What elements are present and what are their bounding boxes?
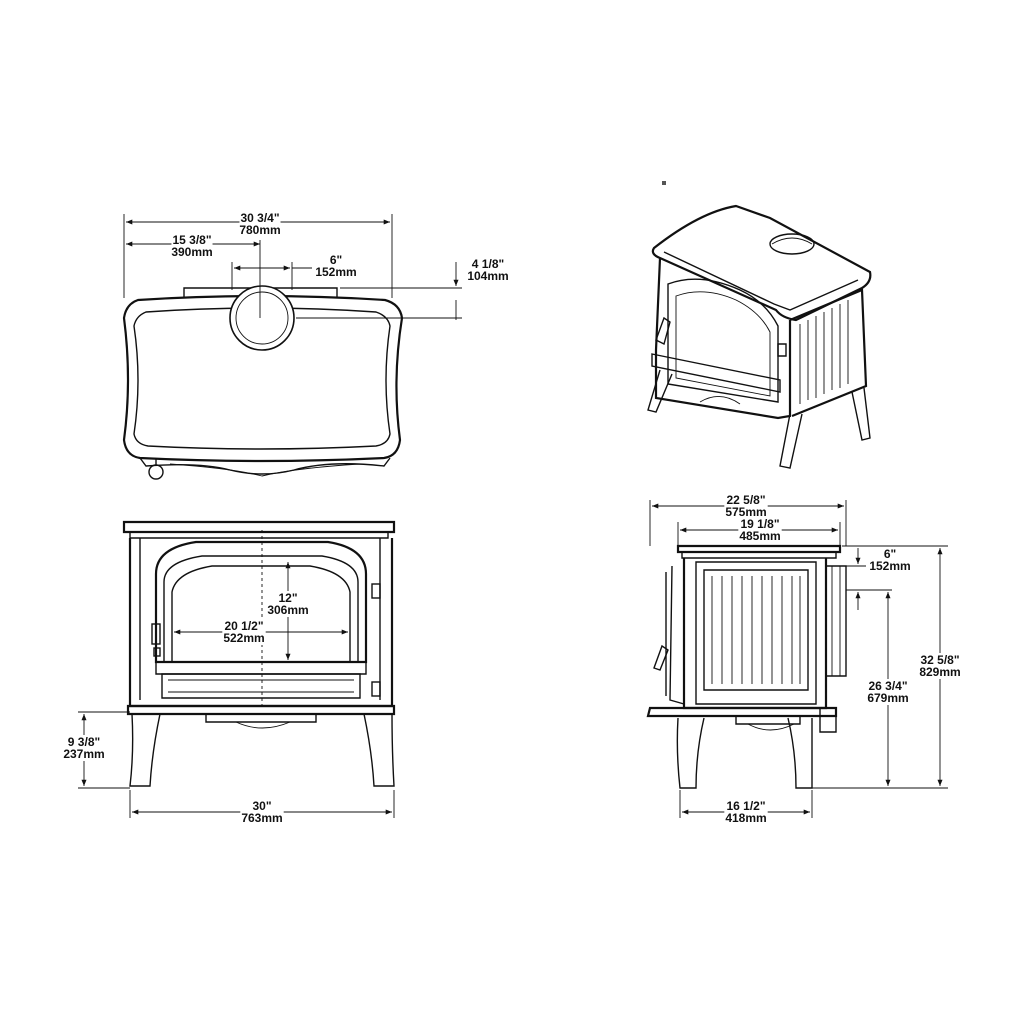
side-leg-depth-mm: 418mm xyxy=(725,811,766,825)
top-overall-width-in: 30 3/4" xyxy=(240,211,279,225)
side-flue-height-mm: 679mm xyxy=(867,691,908,705)
top-flue-diameter-in: 6" xyxy=(330,253,342,267)
front-view: 12" 306mm 20 1/2" 522mm 9 3/8" 237mm 30"… xyxy=(62,520,396,825)
side-flue-diameter-in: 6" xyxy=(884,547,896,561)
top-flue-diameter-mm: 152mm xyxy=(315,265,356,279)
side-body-depth-mm: 485mm xyxy=(739,529,780,543)
front-door-height-mm: 306mm xyxy=(267,603,308,617)
top-flue-setback-mm: 104mm xyxy=(467,269,508,283)
top-flue-offset-in: 15 3/8" xyxy=(172,233,211,247)
side-overall-depth-in: 22 5/8" xyxy=(726,493,765,507)
side-leg-depth-in: 16 1/2" xyxy=(726,799,765,813)
side-overall-height-in: 32 5/8" xyxy=(920,653,959,667)
side-view: 22 5/8" 575mm 19 1/8" 485mm 6" 152mm 26 … xyxy=(646,493,962,825)
isometric-view xyxy=(647,181,872,469)
side-flue-height-in: 26 3/4" xyxy=(868,679,907,693)
side-flue-diameter-mm: 152mm xyxy=(869,559,910,573)
side-overall-depth-mm: 575mm xyxy=(725,505,766,519)
front-door-width-mm: 522mm xyxy=(223,631,264,645)
side-overall-height-mm: 829mm xyxy=(919,665,960,679)
side-body-depth-in: 19 1/8" xyxy=(740,517,779,531)
top-flue-setback-in: 4 1/8" xyxy=(472,257,504,271)
front-leg-height-in: 9 3/8" xyxy=(68,735,100,749)
front-door-height-in: 12" xyxy=(278,591,297,605)
front-leg-span-in: 30" xyxy=(252,799,271,813)
front-leg-height-mm: 237mm xyxy=(63,747,104,761)
top-flue-offset-mm: 390mm xyxy=(171,245,212,259)
top-overall-width-mm: 780mm xyxy=(239,223,280,237)
front-leg-span-mm: 763mm xyxy=(241,811,282,825)
top-view: 30 3/4" 780mm 15 3/8" 390mm 6" 152mm 4 1… xyxy=(122,211,510,480)
front-door-width-in: 20 1/2" xyxy=(224,619,263,633)
